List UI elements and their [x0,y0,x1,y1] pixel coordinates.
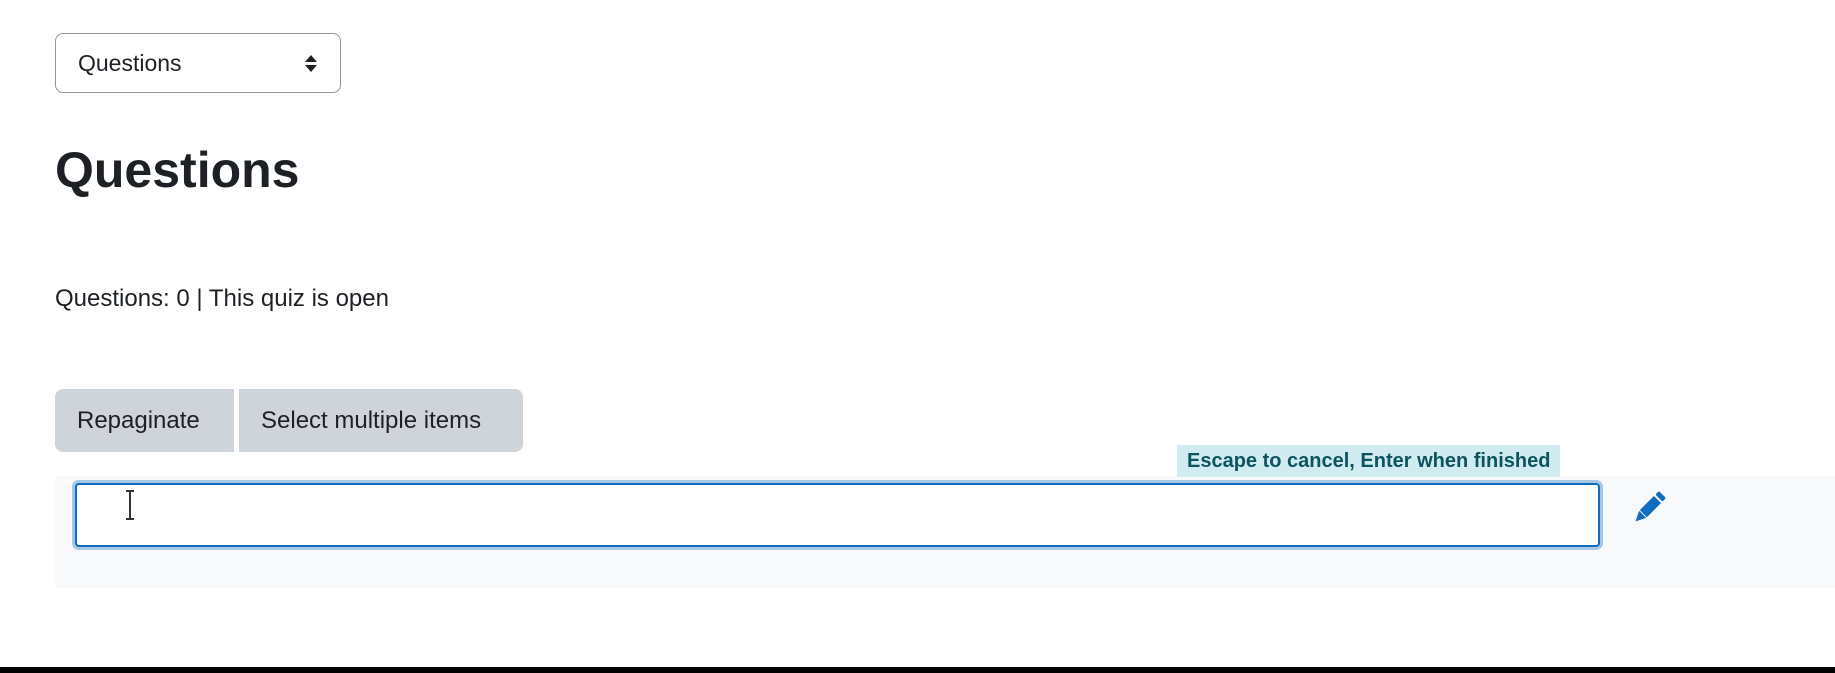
section-select[interactable]: Questions [55,33,341,93]
i-beam-cursor-icon [126,490,134,520]
inline-edit-input[interactable] [75,483,1600,547]
section-select-value: Questions [78,49,182,76]
repaginate-button[interactable]: Repaginate [55,389,234,452]
screen-bottom-edge [0,667,1835,673]
quiz-toolbar: Repaginate Select multiple items [55,389,523,452]
pencil-icon[interactable] [1627,486,1671,530]
quiz-status-text: Questions: 0 | This quiz is open [55,285,389,312]
select-multiple-items-button[interactable]: Select multiple items [239,389,523,452]
inline-edit-hint: Escape to cancel, Enter when finished [1177,445,1561,477]
sort-caret-icon [304,52,318,74]
page-title: Questions [55,142,300,198]
